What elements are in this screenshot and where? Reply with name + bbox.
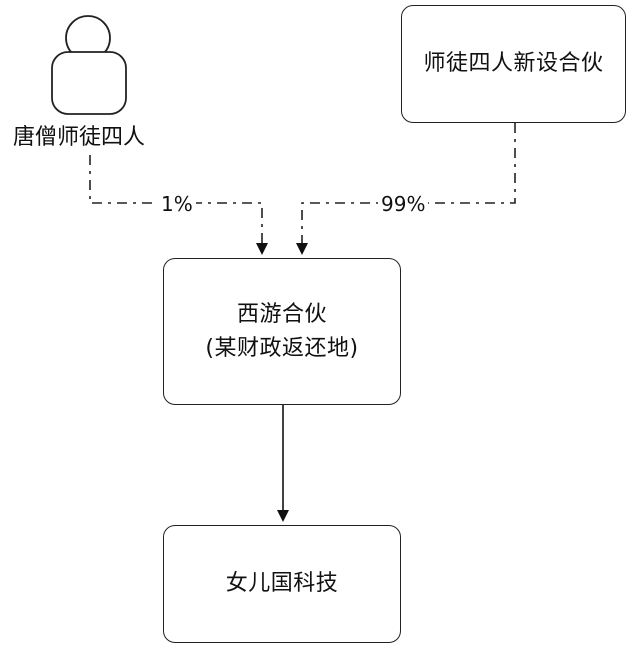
- edge-label-1-percent: 1%: [158, 192, 196, 216]
- person-label: 唐僧师徒四人: [13, 125, 146, 150]
- node-xiyou-name: 西游合伙: [236, 301, 327, 327]
- node-xiyou-note: (某财政返还地): [205, 335, 359, 361]
- edge-new-partnership-to-xiyou: [296, 123, 516, 255]
- node-new-partnership[interactable]: 师徒四人新设合伙: [401, 5, 626, 123]
- node-xiyou-partnership[interactable]: 西游合伙 (某财政返还地): [163, 258, 401, 405]
- node-nuer-tech-label: 女儿国科技: [225, 571, 339, 596]
- node-nuer-tech[interactable]: 女儿国科技: [163, 525, 401, 643]
- node-new-partnership-label: 师徒四人新设合伙: [423, 51, 604, 76]
- person-icon: [51, 15, 127, 115]
- edge-label-99-percent: 99%: [378, 192, 429, 216]
